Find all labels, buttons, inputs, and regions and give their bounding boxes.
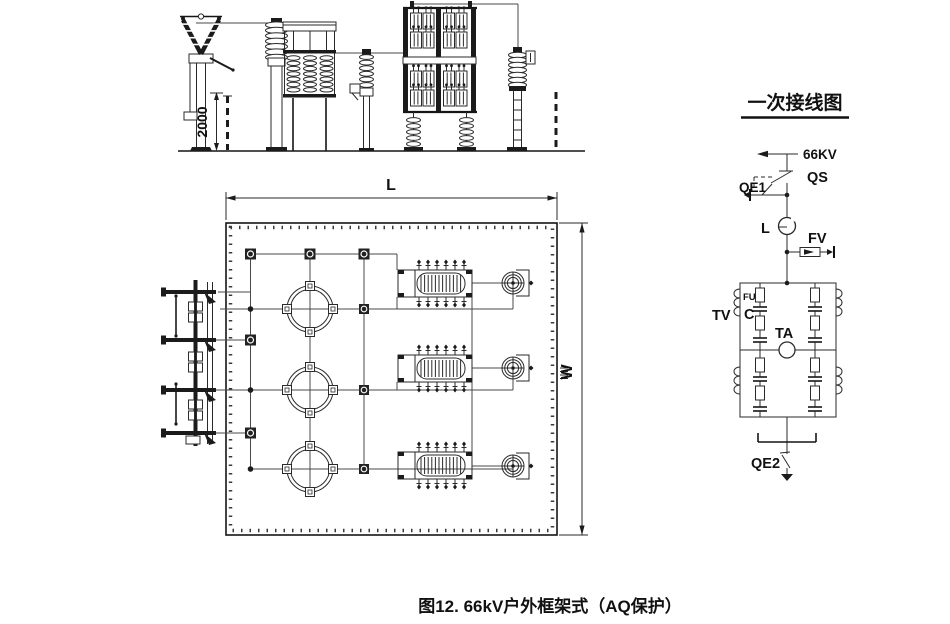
label-fu: FU [743, 292, 756, 303]
width-dimension: W [559, 222, 588, 536]
tv-platform-elevation [282, 21, 337, 151]
disconnector-plan [161, 280, 216, 446]
label-ta: TA [775, 326, 794, 342]
elevation-view: 2000 [178, 1, 585, 152]
qe1-earth-switch [744, 176, 790, 201]
label-fv: FV [808, 231, 827, 247]
fv-arrester [784, 246, 835, 258]
dimension-2000-label: 2000 [194, 106, 210, 137]
arrester-plan-1 [501, 269, 534, 297]
arrester-plan-3 [501, 452, 534, 480]
dimension-l-label: L [386, 177, 396, 194]
wiring-diagram-title: 一次接线图 [747, 91, 842, 114]
capacitor-rack-plan-3 [398, 442, 472, 490]
label-c: C [744, 307, 755, 323]
qs-disconnector [770, 170, 793, 195]
capacitor-rack-elevation [402, 1, 477, 151]
reactor-plan-3 [282, 441, 338, 497]
label-qe1: QE1 [739, 180, 767, 195]
ta-current-transformer [778, 341, 796, 359]
qe2-earth-switch [757, 417, 817, 481]
reactor-plan-2 [282, 362, 338, 418]
disconnector-elevation [180, 13, 235, 151]
label-66kv: 66KV [803, 147, 837, 162]
wiring-diagram: 一次接线图 66KV QS QE1 L FV [712, 91, 849, 481]
length-dimension: L [225, 177, 558, 220]
arrester-plan-2 [501, 354, 534, 382]
plan-nodes [244, 247, 371, 475]
plan-fence [225, 222, 558, 536]
figure-caption: 图12. 66kV户外框架式（AQ保护） [418, 596, 682, 616]
label-tv: TV [712, 308, 731, 324]
label-qs: QS [807, 170, 828, 186]
incoming-feeder [757, 150, 798, 171]
reactor-symbol [777, 195, 800, 283]
dimension-w-label: W [559, 364, 576, 380]
label-qe2: QE2 [751, 456, 780, 472]
fence-gate-marks [560, 367, 568, 379]
plan-bus-lines [216, 253, 514, 492]
plan-view: L W [161, 177, 588, 536]
tv-bank-box [733, 280, 843, 418]
capacitor-rack-plan-2 [398, 345, 472, 393]
height-dimension: 2000 [194, 92, 223, 151]
surge-arrester-elevation [507, 47, 536, 151]
reactor-plan-1 [282, 281, 338, 337]
label-l-reactor: L [761, 221, 770, 237]
small-insulator-elevation [349, 49, 374, 151]
capacitor-rack-plan-1 [398, 260, 472, 308]
fence-hatch [228, 225, 555, 533]
support-insulator-elevation [265, 18, 288, 151]
